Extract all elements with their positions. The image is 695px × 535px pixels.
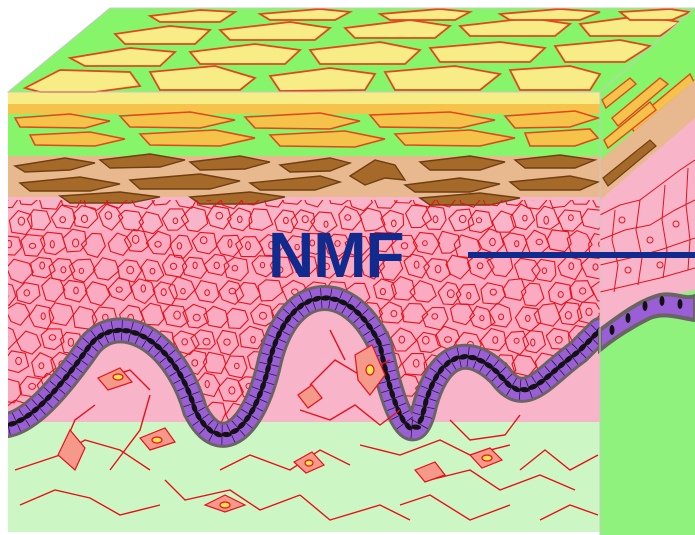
nmf-label: NMF [268, 223, 404, 287]
spinous-nucleus [3, 293, 8, 300]
side-face [600, 8, 695, 535]
top-face [8, 8, 695, 92]
corneum-yellow-top [8, 92, 600, 104]
spinous-nucleus [3, 334, 8, 340]
front-face [0, 92, 628, 532]
